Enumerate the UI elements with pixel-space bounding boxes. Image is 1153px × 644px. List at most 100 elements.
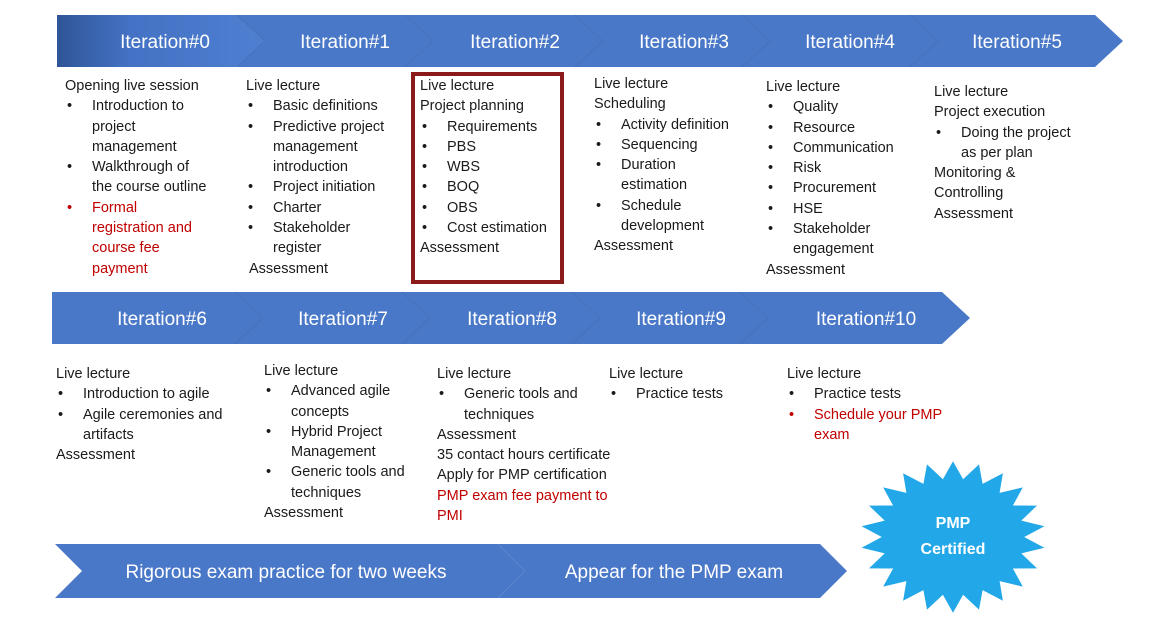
list-item: Practice tests [787, 384, 942, 405]
col8-fee-payment-cont: PMI [437, 508, 463, 525]
label-iteration-3: Iteration#3 [639, 32, 729, 53]
label-iteration-6: Iteration#6 [117, 309, 207, 330]
iteration-5-content: Live lecture Project execution Doing the… [934, 82, 1071, 224]
row1-separators [236, 14, 939, 68]
col8-certificate: 35 contact hours certificate [437, 447, 611, 464]
iteration-9-content: Live lecture Practice tests [609, 364, 723, 405]
iteration-2-content: Live lecture Project planning Requiremen… [420, 76, 547, 259]
list-item: HSE [766, 199, 894, 220]
iteration-3-content: Live lecture Scheduling Activity definit… [594, 74, 729, 257]
chevron-iteration-0 [57, 15, 265, 67]
col5-monitoring: Monitoring & [934, 165, 1016, 182]
list-item: Requirements [420, 117, 547, 138]
col7-assessment: Assessment [264, 505, 343, 522]
col8-apply: Apply for PMP certification [437, 467, 607, 484]
chevron-iteration-1 [237, 15, 433, 67]
chevron-iteration-8 [402, 292, 600, 344]
label-iteration-2: Iteration#2 [470, 32, 560, 53]
list-item: Sequencing [594, 135, 729, 156]
label-exam-practice: Rigorous exam practice for two weeks [125, 562, 446, 583]
list-item: OBS [420, 198, 547, 219]
list-item: Risk [766, 158, 894, 179]
label-iteration-4: Iteration#4 [805, 32, 895, 53]
row1-chevrons [57, 15, 1123, 67]
iteration-1-content: Live lecture Basic definitions Predictiv… [246, 76, 384, 279]
col7-heading: Live lecture [264, 363, 339, 379]
chevron-iteration-4 [742, 15, 938, 67]
chevron-iteration-2 [405, 15, 603, 67]
col6-assessment: Assessment [56, 447, 135, 464]
col4-heading: Live lecture [766, 79, 841, 95]
chevron-iteration-7 [235, 292, 430, 344]
col10-heading: Live lecture [787, 366, 862, 382]
col5-heading: Live lecture [934, 84, 1009, 100]
iteration-4-content: Live lecture Quality Resource Communicat… [766, 77, 894, 280]
iteration-8-content: Live lecture Generic tools andtechniques… [437, 364, 610, 526]
pmp-certified-badge: PMP Certified [861, 461, 1045, 613]
col0-heading: Opening live session [65, 78, 199, 94]
list-item: PBS [420, 137, 547, 158]
col8-fee-payment: PMP exam fee payment to [437, 487, 608, 504]
list-item: Procurement [766, 178, 894, 199]
col3-subheading: Scheduling [594, 96, 666, 113]
list-item: Quality [766, 97, 894, 118]
list-item: Practice tests [609, 384, 723, 405]
col3-assessment: Assessment [594, 238, 673, 255]
col8-assessment: Assessment [437, 426, 516, 443]
col1-heading: Live lecture [246, 78, 321, 94]
list-item: Project initiation [246, 177, 384, 198]
col5-controlling: Controlling [934, 185, 1004, 202]
col5-subheading: Project execution [934, 104, 1046, 121]
list-item: Communication [766, 138, 894, 159]
col2-subheading: Project planning [420, 98, 524, 115]
iteration-0-content: Opening live session Introduction toproj… [65, 76, 206, 279]
label-iteration-1: Iteration#1 [300, 32, 390, 53]
chevron-iteration-5 [910, 15, 1123, 67]
list-item: Introduction to agile [56, 384, 222, 405]
label-iteration-5: Iteration#5 [972, 32, 1062, 53]
col2-heading: Live lecture [420, 78, 495, 94]
label-iteration-9: Iteration#9 [636, 309, 726, 330]
col2-assessment: Assessment [420, 240, 499, 257]
arrow-appear-exam [498, 544, 847, 598]
label-appear-exam: Appear for the PMP exam [565, 562, 783, 583]
list-item: Basic definitions [246, 96, 384, 117]
iteration-10-content: Live lecture Practice tests Schedule you… [787, 364, 942, 445]
col9-heading: Live lecture [609, 366, 684, 382]
list-item: Charter [246, 198, 384, 219]
chevron-iteration-9 [572, 292, 768, 344]
list-item: Cost estimation [420, 218, 547, 239]
label-iteration-7: Iteration#7 [298, 309, 388, 330]
current-iteration-highlight [411, 72, 564, 284]
list-item: BOQ [420, 177, 547, 198]
col8-heading: Live lecture [437, 366, 512, 382]
iteration-6-content: Live lecture Introduction to agile Agile… [56, 364, 222, 465]
chevron-iteration-3 [575, 15, 770, 67]
badge-line1: PMP [936, 515, 971, 532]
label-iteration-0: Iteration#0 [120, 32, 210, 53]
label-iteration-8: Iteration#8 [467, 309, 557, 330]
row2-chevrons [52, 292, 970, 344]
badge-line2: Certified [921, 541, 986, 558]
arrow-exam-practice [55, 544, 525, 598]
col3-heading: Live lecture [594, 76, 669, 92]
chevron-iteration-10 [740, 292, 970, 344]
col5-assessment: Assessment [934, 205, 1013, 222]
list-item: Resource [766, 118, 894, 139]
